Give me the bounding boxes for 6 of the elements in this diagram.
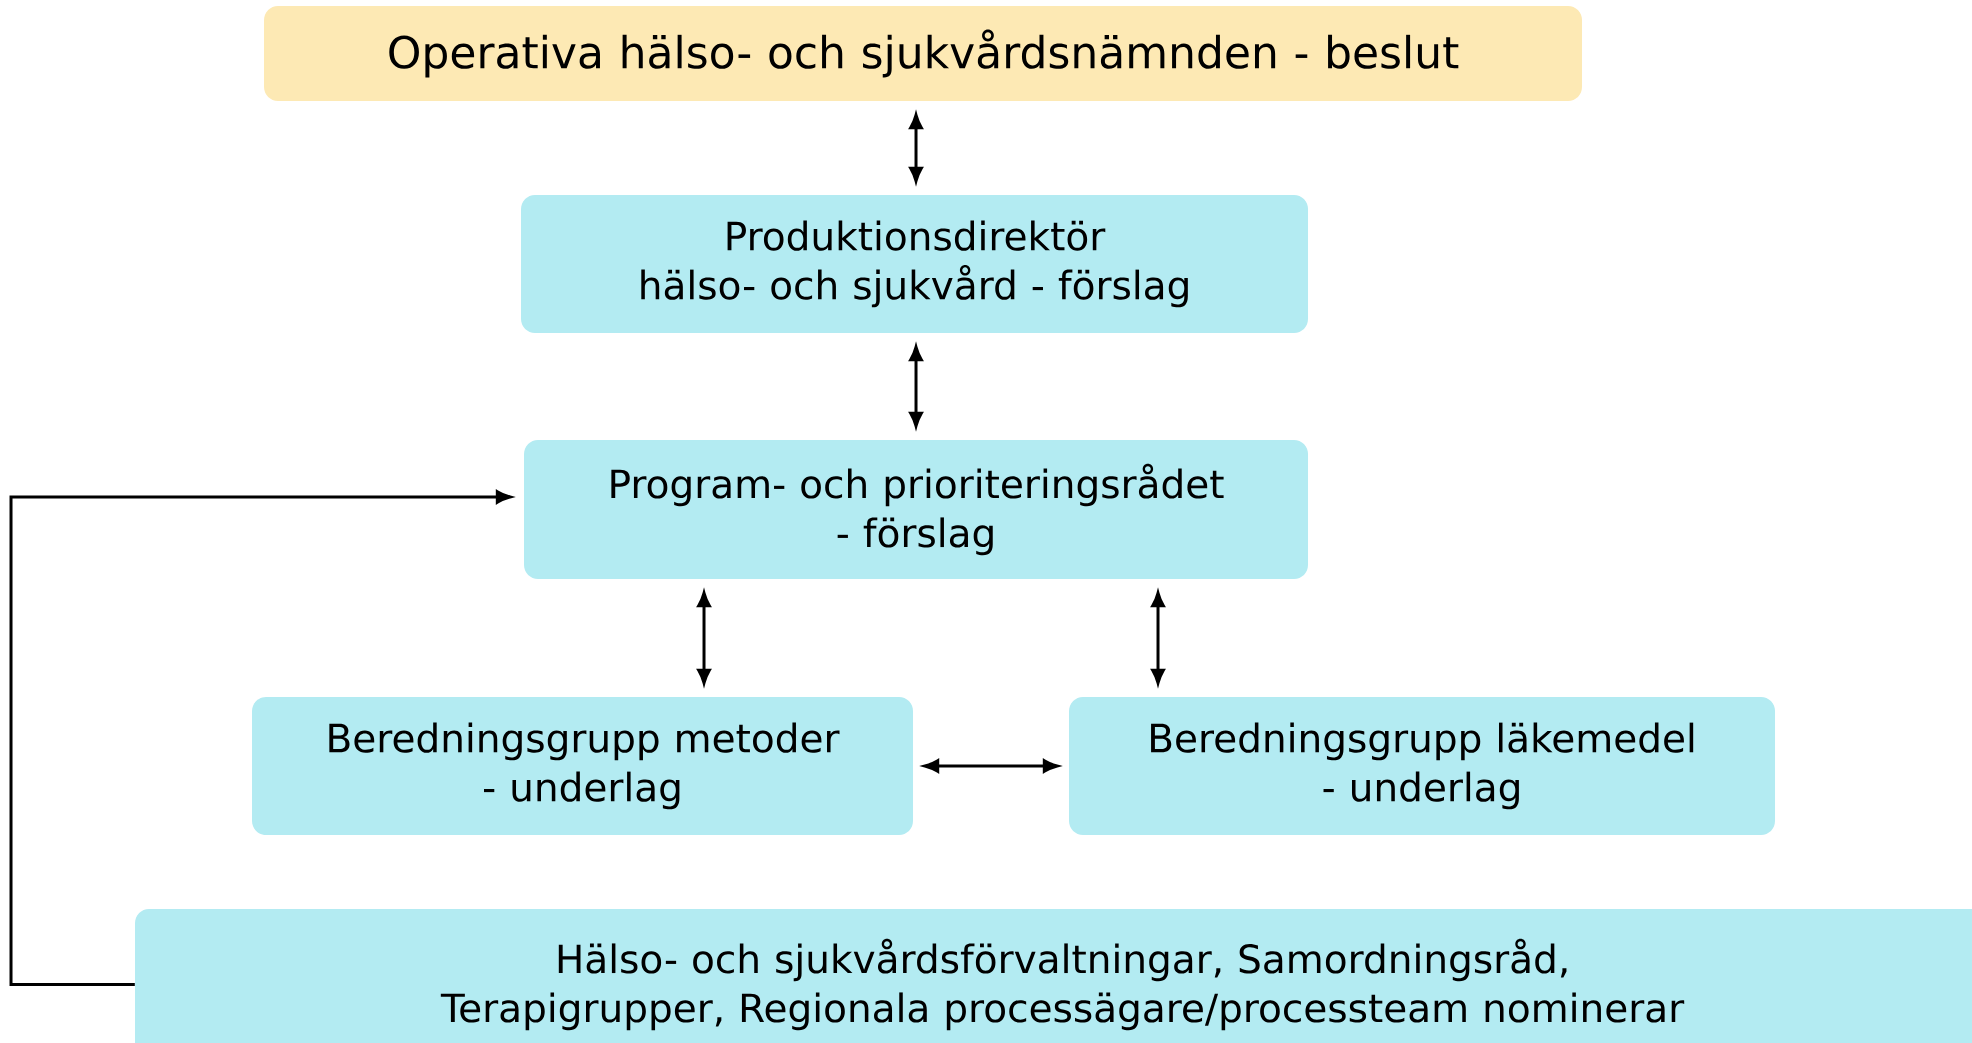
process-box: Beredningsgrupp metoder - underlag <box>252 697 913 835</box>
process-box: Hälso- och sjukvårdsförvaltningar, Samordningsråd, Terapigrupper, Regionala processägare/processteam nominerar <box>135 909 1972 1043</box>
process-box: Produktionsdirektör hälso- och sjukvård - förslag <box>521 195 1308 333</box>
process-box: Program- och prioriteringsrådet - förslag <box>524 440 1308 579</box>
decision-box: Operativa hälso- och sjukvårdsnämnden - beslut <box>264 6 1582 101</box>
process-box: Beredningsgrupp läkemedel - underlag <box>1069 697 1775 835</box>
